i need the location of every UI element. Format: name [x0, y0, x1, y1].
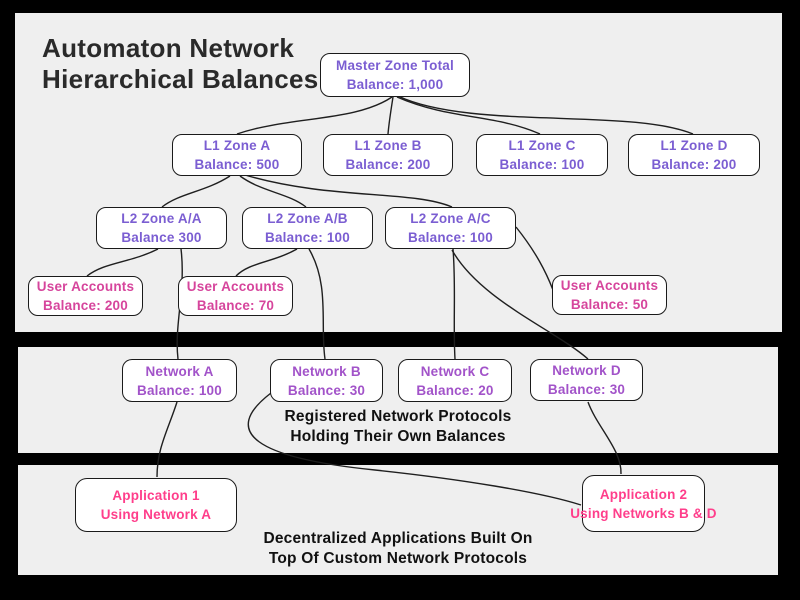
- node-subtitle: Using Network A: [100, 507, 212, 522]
- node-title: L1 Zone D: [660, 138, 728, 153]
- node-title: User Accounts: [36, 279, 135, 294]
- node-title: Network C: [420, 363, 490, 379]
- caption-line-1: Decentralized Applications Built On: [263, 530, 533, 547]
- node-title: Network D: [552, 363, 621, 378]
- node-subtitle: Balance: 500: [194, 157, 280, 172]
- node-l2-zone-aa: L2 Zone A/A Balance 300: [96, 207, 227, 249]
- node-title: L1 Zone A: [203, 138, 271, 153]
- node-l1-zone-b: L1 Zone B Balance: 200: [323, 134, 453, 176]
- node-title: Network A: [145, 363, 214, 379]
- node-master-zone-total: Master Zone Total Balance: 1,000: [320, 53, 470, 97]
- node-subtitle: Balance: 20: [416, 382, 494, 398]
- node-subtitle: Balance: 100: [499, 157, 585, 172]
- node-l2-zone-ab: L2 Zone A/B Balance: 100: [242, 207, 373, 249]
- node-application-1: Application 1 Using Network A: [75, 478, 237, 532]
- diagram-title: Automaton Network Hierarchical Balances: [42, 33, 319, 95]
- node-title: User Accounts: [560, 278, 659, 293]
- caption-network-protocols: Registered Network Protocols Holding The…: [18, 407, 778, 447]
- title-line-2: Hierarchical Balances: [42, 64, 319, 94]
- node-subtitle: Balance: 200: [345, 157, 431, 172]
- node-subtitle: Balance: 200: [651, 157, 737, 172]
- title-line-1: Automaton Network: [42, 33, 295, 63]
- node-subtitle: Balance: 100: [265, 230, 350, 245]
- node-user-accounts-70: User Accounts Balance: 70: [178, 276, 293, 316]
- node-title: L2 Zone A/C: [410, 211, 491, 226]
- node-title: Network B: [292, 363, 361, 379]
- node-title: Application 2: [599, 486, 688, 502]
- node-subtitle: Balance: 100: [137, 382, 222, 398]
- node-user-accounts-200: User Accounts Balance: 200: [28, 276, 143, 316]
- caption-decentralized-apps: Decentralized Applications Built On Top …: [18, 529, 778, 569]
- node-title: Application 1: [112, 488, 200, 503]
- node-title: L1 Zone B: [354, 138, 422, 153]
- node-subtitle: Balance: 30: [287, 382, 366, 398]
- node-subtitle: Balance: 100: [408, 230, 493, 245]
- node-subtitle: Balance: 200: [43, 298, 128, 313]
- node-network-b: Network B Balance: 30: [270, 359, 383, 402]
- node-l1-zone-a: L1 Zone A Balance: 500: [172, 134, 302, 176]
- node-title: L2 Zone A/B: [267, 211, 348, 226]
- caption-line-2: Top Of Custom Network Protocols: [268, 550, 528, 567]
- node-title: L1 Zone C: [508, 138, 576, 153]
- node-subtitle: Balance: 70: [196, 298, 275, 313]
- node-subtitle: Using Networks B & D: [570, 505, 717, 521]
- node-subtitle: Balance: 50: [570, 297, 649, 312]
- caption-line-2: Holding Their Own Balances: [290, 428, 506, 445]
- node-title: L2 Zone A/A: [121, 211, 202, 226]
- node-l2-zone-ac: L2 Zone A/C Balance: 100: [385, 207, 516, 249]
- caption-line-1: Registered Network Protocols: [284, 408, 512, 425]
- node-network-a: Network A Balance: 100: [122, 359, 237, 402]
- node-network-c: Network C Balance: 20: [398, 359, 512, 402]
- node-subtitle: Balance: 1,000: [346, 77, 444, 92]
- node-subtitle: Balance 300: [121, 230, 202, 245]
- node-subtitle: Balance: 30: [547, 382, 626, 397]
- node-l1-zone-c: L1 Zone C Balance: 100: [476, 134, 608, 176]
- node-user-accounts-50: User Accounts Balance: 50: [552, 275, 667, 315]
- node-title: Master Zone Total: [336, 58, 454, 73]
- node-network-d: Network D Balance: 30: [530, 359, 643, 401]
- node-application-2: Application 2 Using Networks B & D: [570, 475, 717, 532]
- node-title: User Accounts: [186, 279, 285, 294]
- node-l1-zone-d: L1 Zone D Balance: 200: [628, 134, 760, 176]
